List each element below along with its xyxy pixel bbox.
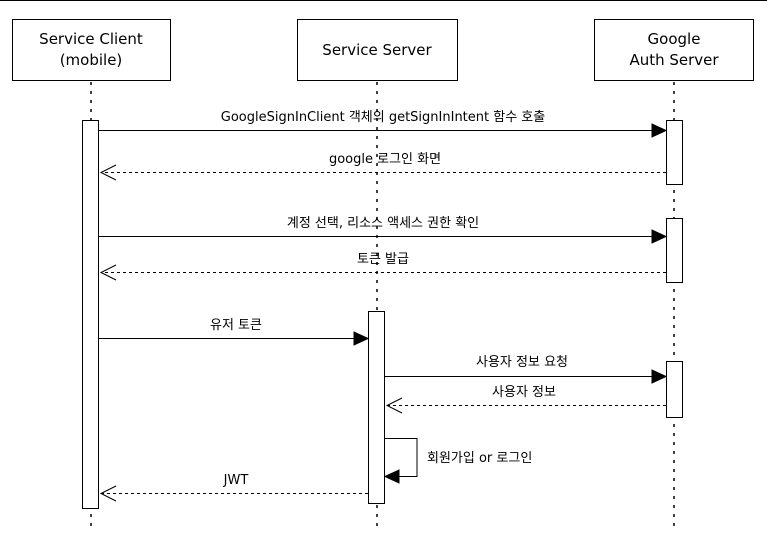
actor-google-line1: Google (648, 30, 701, 48)
message-label: GoogleSignInClient 객체의 getSignInIntent 함… (221, 110, 545, 125)
message-label: 계정 선택, 리소스 액세스 권한 확인 (287, 216, 479, 231)
message-user-info: 사용자 정보 (385, 385, 666, 414)
actor-google-auth-server: Google Auth Server (594, 19, 754, 81)
message-label: google 로그인 화면 (329, 152, 441, 167)
activation-google-2 (666, 218, 683, 283)
message-label: 유저 토큰 (210, 318, 262, 333)
activation-google-1 (666, 120, 683, 185)
activation-server (368, 311, 385, 504)
actor-client-line2: (mobile) (60, 51, 123, 69)
message-label: 회원가입 or 로그인 (427, 451, 532, 466)
actor-client-line1: Service Client (39, 30, 143, 48)
message-get-sign-in-intent: GoogleSignInClient 객체의 getSignInIntent 함… (99, 110, 668, 138)
message-label: 사용자 정보 요청 (476, 355, 568, 370)
message-user-token: 유저 토큰 (99, 318, 370, 346)
message-label: 사용자 정보 (492, 385, 556, 400)
activation-client (82, 120, 99, 509)
actor-service-client: Service Client (mobile) (12, 19, 171, 81)
activation-google-3 (666, 361, 683, 418)
message-token-issued: 토큰 발급 (99, 252, 666, 281)
actor-google-line2: Auth Server (629, 51, 719, 69)
message-user-info-request: 사용자 정보 요청 (385, 355, 668, 384)
message-signup-or-login: 회원가입 or 로그인 (383, 438, 532, 484)
actor-service-server: Service Server (297, 19, 458, 81)
message-google-login-screen: google 로그인 화면 (99, 152, 666, 181)
message-label: JWT (223, 473, 249, 488)
message-jwt: JWT (99, 473, 368, 502)
actor-server-line1: Service Server (322, 41, 432, 59)
message-select-account: 계정 선택, 리소스 액세스 권한 확인 (99, 216, 668, 244)
message-label: 토큰 발급 (357, 252, 409, 267)
